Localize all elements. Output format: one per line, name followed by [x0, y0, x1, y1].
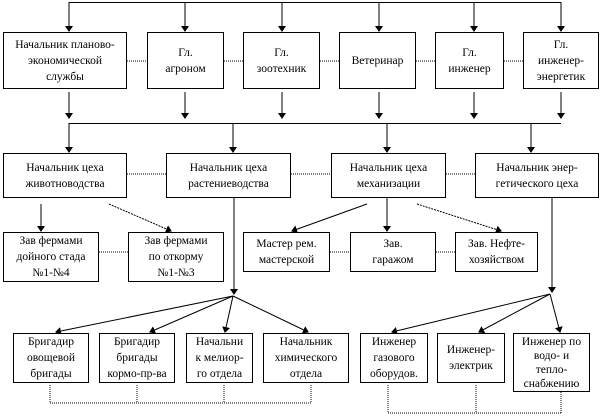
box-text: Начальник цеха: [349, 161, 428, 174]
box-text: Гл.: [462, 46, 477, 59]
box-text: Зав фермами: [19, 235, 83, 247]
vegetable-brigade-foreman-box: Бригадир овощевой бригады: [13, 333, 89, 383]
box-text: водо- и: [533, 349, 570, 362]
box-text: службы: [46, 70, 84, 83]
box-text: дойного стада: [16, 251, 86, 263]
box-text: зоотехник: [256, 62, 307, 75]
box-text: Бригадир: [113, 336, 161, 348]
box-text: Инженер-: [446, 344, 496, 356]
dairy-farms-head-box: Зав фермами дойного стада №1-№4: [3, 232, 99, 282]
box-text: оборудов.: [370, 368, 418, 380]
box-text: по откорму: [148, 251, 204, 263]
box-text: Начальник: [279, 336, 333, 348]
chief-engineer-box: Гл. инженер: [435, 32, 504, 89]
box-text: Начальник цеха: [26, 161, 104, 174]
box-text: бригады: [116, 352, 158, 364]
box-text: Бригадир: [27, 336, 75, 348]
dotted-connectors: [49, 60, 562, 414]
box-text: Мастер рем.: [256, 238, 317, 250]
box-text: Зав фермами: [144, 235, 208, 247]
feed-brigade-foreman-box: Бригадир бригады кормо-пр-ва: [99, 333, 175, 383]
energy-workshop-box: Начальник энер-гетического цеха: [475, 153, 599, 198]
melioration-head-box: Начальни к мелиор-го отдела: [186, 333, 253, 383]
livestock-workshop-box: Начальник цеха животноводства: [3, 153, 127, 198]
chief-power-engineer-box: Гл. инженер-энергетик: [523, 32, 599, 89]
box-text: электрик: [449, 360, 493, 372]
repair-shop-master-box: Мастер рем. мастерской: [243, 232, 330, 272]
box-text: химического: [274, 352, 338, 364]
box-text: Гл.: [553, 38, 569, 51]
box-text: газового: [373, 352, 415, 364]
box-text: снабжению: [523, 377, 580, 390]
box-text: агроном: [165, 62, 206, 75]
box-text: инженер: [448, 62, 491, 75]
box-text: Начальник энер-: [496, 161, 578, 174]
box-text: тепло-: [535, 363, 568, 376]
box-text: отдела: [289, 368, 323, 380]
mechanization-workshop-box: Начальник цеха механизации: [331, 153, 446, 198]
box-text: го отдела: [196, 368, 243, 380]
box-text: экономической: [28, 54, 102, 67]
oil-facility-head-box: Зав. Нефте-хозяйством: [455, 232, 538, 272]
top-arrows: [65, 2, 565, 119]
box-text: животноводства: [25, 177, 105, 190]
box-text: Ветеринар: [351, 54, 404, 67]
box-text: Зав.: [383, 238, 403, 250]
box-text: Начальни: [195, 336, 244, 348]
chief-agronomist-box: Гл. агроном: [147, 32, 224, 89]
electrical-engineer-box: Инженер-электрик: [437, 333, 505, 383]
crop-workshop-box: Начальник цеха растениеводства: [166, 153, 291, 198]
fattening-farms-head-box: Зав фермами по откорму №1-№3: [128, 232, 224, 282]
box-text: хозяйством: [468, 254, 525, 266]
box-text: №1-№4: [32, 267, 70, 279]
chemical-dept-head-box: Начальник химического отдела: [263, 333, 349, 383]
box-text: к мелиор-: [195, 352, 244, 364]
chief-zootechnician-box: Гл. зоотехник: [243, 32, 320, 89]
garage-head-box: Зав. гаражом: [350, 232, 436, 272]
box-text: растениеводства: [188, 177, 269, 190]
box-text: кормо-пр-ва: [107, 368, 167, 380]
box-text: Начальник цеха: [189, 161, 268, 174]
box-text: механизации: [356, 177, 421, 190]
box-text: №1-№3: [157, 267, 195, 279]
box-text: гаражом: [372, 254, 414, 266]
box-text: гетического цеха: [495, 177, 579, 190]
box-text: энергетик: [536, 70, 586, 83]
box-text: бригады: [30, 368, 72, 380]
box-text: Начальник планово-: [15, 38, 115, 51]
box-text: Инженер по: [521, 335, 582, 348]
box-text: Гл.: [274, 46, 289, 59]
box-text: инженер-: [537, 54, 585, 67]
box-text: Зав. Нефте-: [467, 238, 525, 250]
box-text: мастерской: [258, 254, 315, 266]
gas-equipment-engineer-box: Инженер газового оборудов.: [360, 333, 428, 383]
head-planning-economic-box: Начальник планово-экономической службы: [3, 32, 127, 89]
box-text: Инженер: [371, 336, 417, 348]
veterinarian-box: Ветеринар: [339, 32, 416, 89]
box-text: овощевой: [26, 352, 76, 364]
box-text: Гл.: [178, 46, 193, 59]
